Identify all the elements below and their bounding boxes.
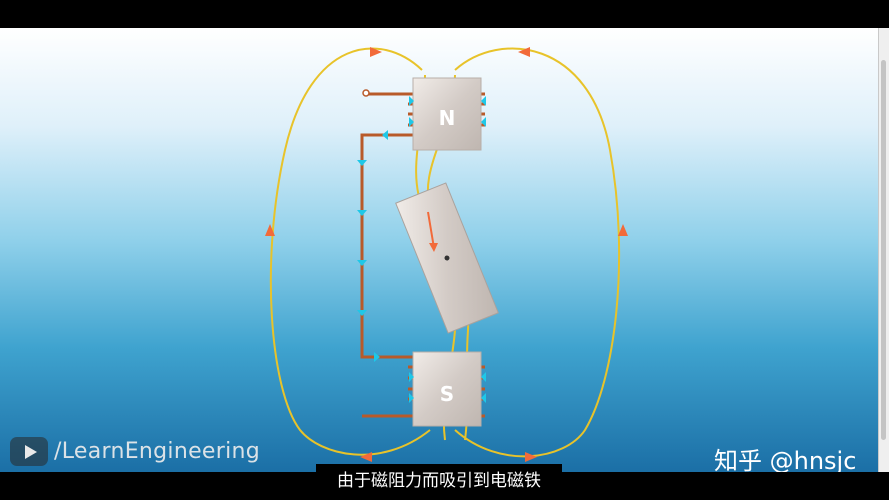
youtube-play-icon <box>10 437 48 466</box>
flux-line-left <box>269 47 431 456</box>
top-pole-label: N <box>439 106 456 130</box>
flux-arrows-orange <box>265 47 628 462</box>
electromagnet-diagram: N S <box>265 47 628 462</box>
top-letterbox <box>0 0 889 28</box>
bottom-pole-label: S <box>440 382 454 406</box>
rotor <box>395 182 499 334</box>
subtitle-caption: 由于磁阻力而吸引到电磁铁 <box>316 464 562 493</box>
channel-watermark-text: /LearnEngineering <box>54 439 261 464</box>
flux-line-right <box>454 47 621 458</box>
bottom-core <box>412 351 482 427</box>
top-core <box>412 77 482 151</box>
channel-watermark: /LearnEngineering <box>10 437 260 466</box>
platform-watermark: 知乎 @hnsjc <box>714 447 857 475</box>
wire-terminal <box>362 89 370 97</box>
video-frame[interactable]: N S <box>0 28 878 472</box>
scrollbar-thumb[interactable] <box>881 60 886 440</box>
rotor-flux-arrow <box>427 211 435 249</box>
field-arrows-cyan <box>357 96 486 403</box>
